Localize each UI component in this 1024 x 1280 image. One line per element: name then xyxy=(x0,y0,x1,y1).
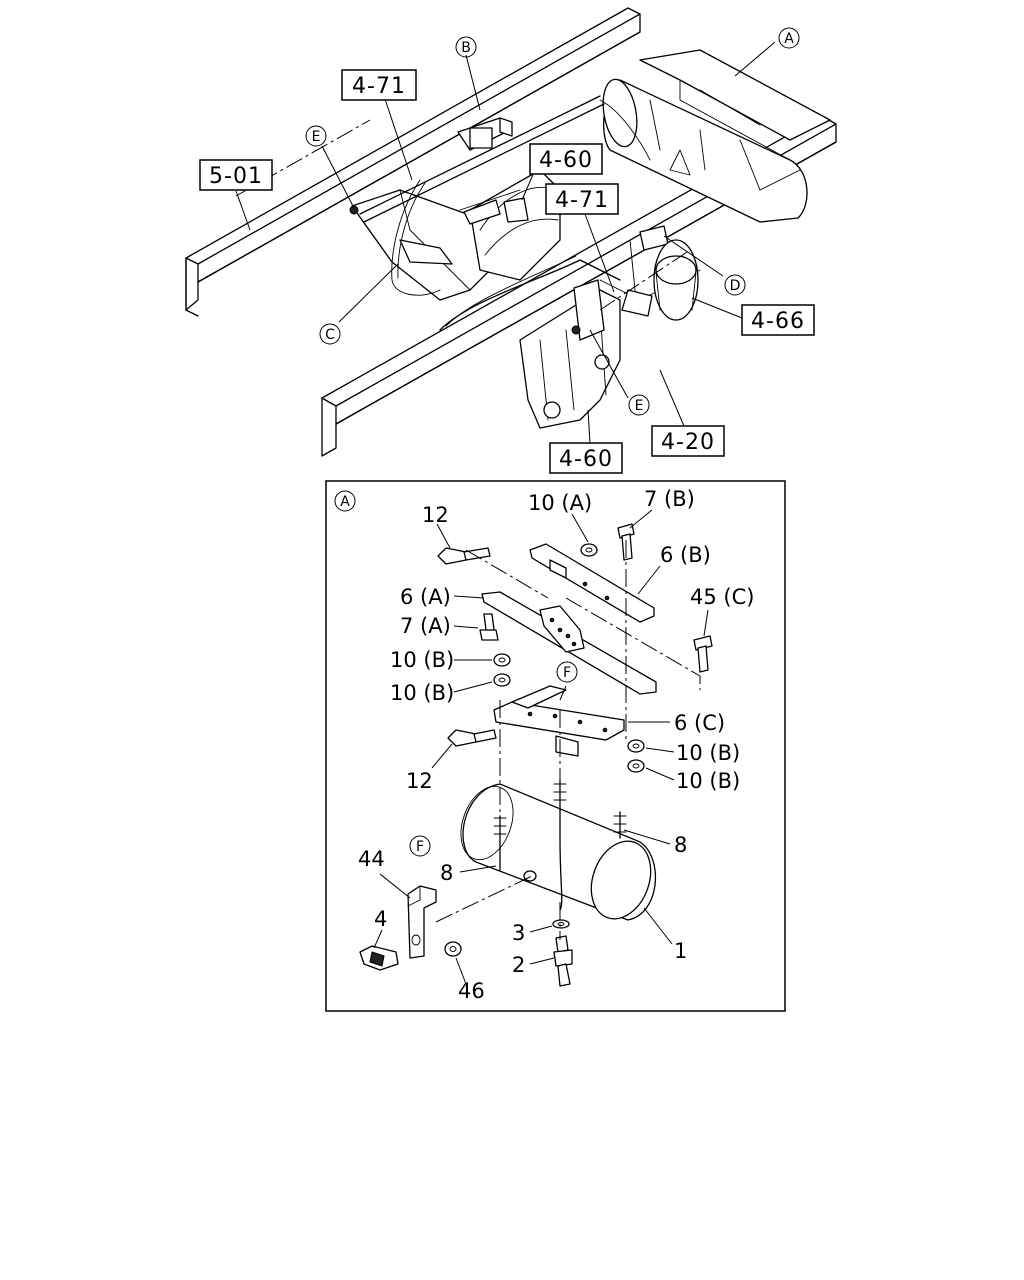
svg-text:F: F xyxy=(563,665,571,681)
svg-text:C: C xyxy=(325,327,335,343)
ref-box-4-66: 4-66 xyxy=(741,304,815,336)
svg-text:F: F xyxy=(416,839,424,855)
ref-box-5-01: 5-01 xyxy=(199,159,273,191)
circle-letter-E-right: E xyxy=(628,394,650,416)
fitting-4 xyxy=(359,945,399,971)
cross-members xyxy=(351,169,561,301)
callout-4: 4 xyxy=(374,907,387,931)
svg-text:D: D xyxy=(730,278,741,294)
callout-12-bottom: 12 xyxy=(406,769,433,793)
callout-10b-4: 10 (B) xyxy=(676,769,740,793)
callout-12-top: 12 xyxy=(422,503,449,527)
svg-text:A: A xyxy=(784,31,794,47)
air-lines xyxy=(359,95,701,331)
bolt-12-bottom xyxy=(447,729,497,747)
nut-10b-right-upper xyxy=(627,739,645,753)
callout-7a: 7 (A) xyxy=(400,614,451,638)
ref-box-label: 4-60 xyxy=(539,148,593,173)
circle-letter-D: D xyxy=(724,274,746,296)
ref-box-4-71-top: 4-71 xyxy=(341,69,417,101)
callout-6a: 6 (A) xyxy=(400,585,451,609)
callout-7b: 7 (B) xyxy=(644,487,695,511)
ref-box-label: 4-66 xyxy=(751,309,805,334)
bolt-12-top xyxy=(437,547,491,565)
callout-44: 44 xyxy=(358,847,385,871)
ref-box-label: 4-20 xyxy=(661,430,715,455)
bolt-45c xyxy=(693,635,713,673)
callout-circle-f-lower: F xyxy=(409,835,431,857)
callout-10a: 10 (A) xyxy=(528,491,592,515)
circle-letter-A: A xyxy=(778,27,800,49)
callout-6b: 6 (B) xyxy=(660,543,711,567)
overview-centerline-1 xyxy=(235,119,371,197)
callout-2: 2 xyxy=(512,953,525,977)
chassis-overview xyxy=(185,7,837,457)
ref-box-4-60-bottom: 4-60 xyxy=(549,442,623,474)
bracket-6b xyxy=(529,543,655,623)
callout-8-right: 8 xyxy=(674,833,687,857)
ref-box-label: 4-60 xyxy=(559,447,613,472)
callout-8-left: 8 xyxy=(440,861,453,885)
overview-leaders xyxy=(235,41,776,444)
callout-10b-2: 10 (B) xyxy=(390,681,454,705)
bracket-6c xyxy=(493,685,625,757)
frame-rail-upper xyxy=(185,7,641,317)
svg-text:E: E xyxy=(312,129,321,145)
callout-6c: 6 (C) xyxy=(674,711,725,735)
ref-box-4-71-middle: 4-71 xyxy=(545,183,619,215)
detail-view-frame xyxy=(325,480,786,1012)
drain-cock-2 xyxy=(553,935,573,987)
overview-centerline-2 xyxy=(599,249,691,311)
ref-box-label: 4-71 xyxy=(352,74,406,99)
bracket-44 xyxy=(407,885,437,959)
ref-box-4-60-top: 4-60 xyxy=(529,143,603,175)
reservoir-component xyxy=(653,239,699,321)
spring-hanger xyxy=(349,205,621,429)
valves xyxy=(399,117,669,317)
u-bolt-8-right xyxy=(613,811,627,839)
detail-callouts: 12 10 (A) 7 (B) 6 (B) 6 (A) 7 (A) 45 (C)… xyxy=(358,487,754,1003)
callout-10b-1: 10 (B) xyxy=(390,648,454,672)
detail-view-letter: A xyxy=(334,490,356,512)
nut-10b-upper xyxy=(493,653,511,667)
overview-air-tank xyxy=(602,49,831,223)
detail-centerlines xyxy=(435,540,701,940)
svg-text:A: A xyxy=(340,494,350,510)
callout-10b-3: 10 (B) xyxy=(676,741,740,765)
callout-3: 3 xyxy=(512,921,525,945)
circle-letter-C: C xyxy=(319,323,341,345)
circle-letter-E-left: E xyxy=(305,125,327,147)
nut-46 xyxy=(444,941,462,957)
svg-text:B: B xyxy=(461,40,471,56)
callout-45c: 45 (C) xyxy=(690,585,754,609)
svg-text:E: E xyxy=(635,398,644,414)
u-bolt-8-middle xyxy=(553,779,567,911)
nut-10b-right-lower xyxy=(627,759,645,773)
bracket-6a xyxy=(481,591,657,695)
callout-circle-f-upper: F xyxy=(556,661,578,683)
callout-46: 46 xyxy=(458,979,485,1003)
detail-leaders xyxy=(373,509,709,985)
nut-10a xyxy=(580,543,598,557)
ref-box-label: 4-71 xyxy=(555,188,609,213)
ref-box-label: 5-01 xyxy=(209,164,263,189)
bolt-7a xyxy=(479,613,499,641)
callout-1: 1 xyxy=(674,939,687,963)
ref-box-4-20: 4-20 xyxy=(651,425,725,457)
nut-10b-second xyxy=(493,673,511,687)
washer-3 xyxy=(552,919,570,929)
air-tank-1 xyxy=(460,783,657,921)
circle-letter-B: B xyxy=(455,36,477,58)
